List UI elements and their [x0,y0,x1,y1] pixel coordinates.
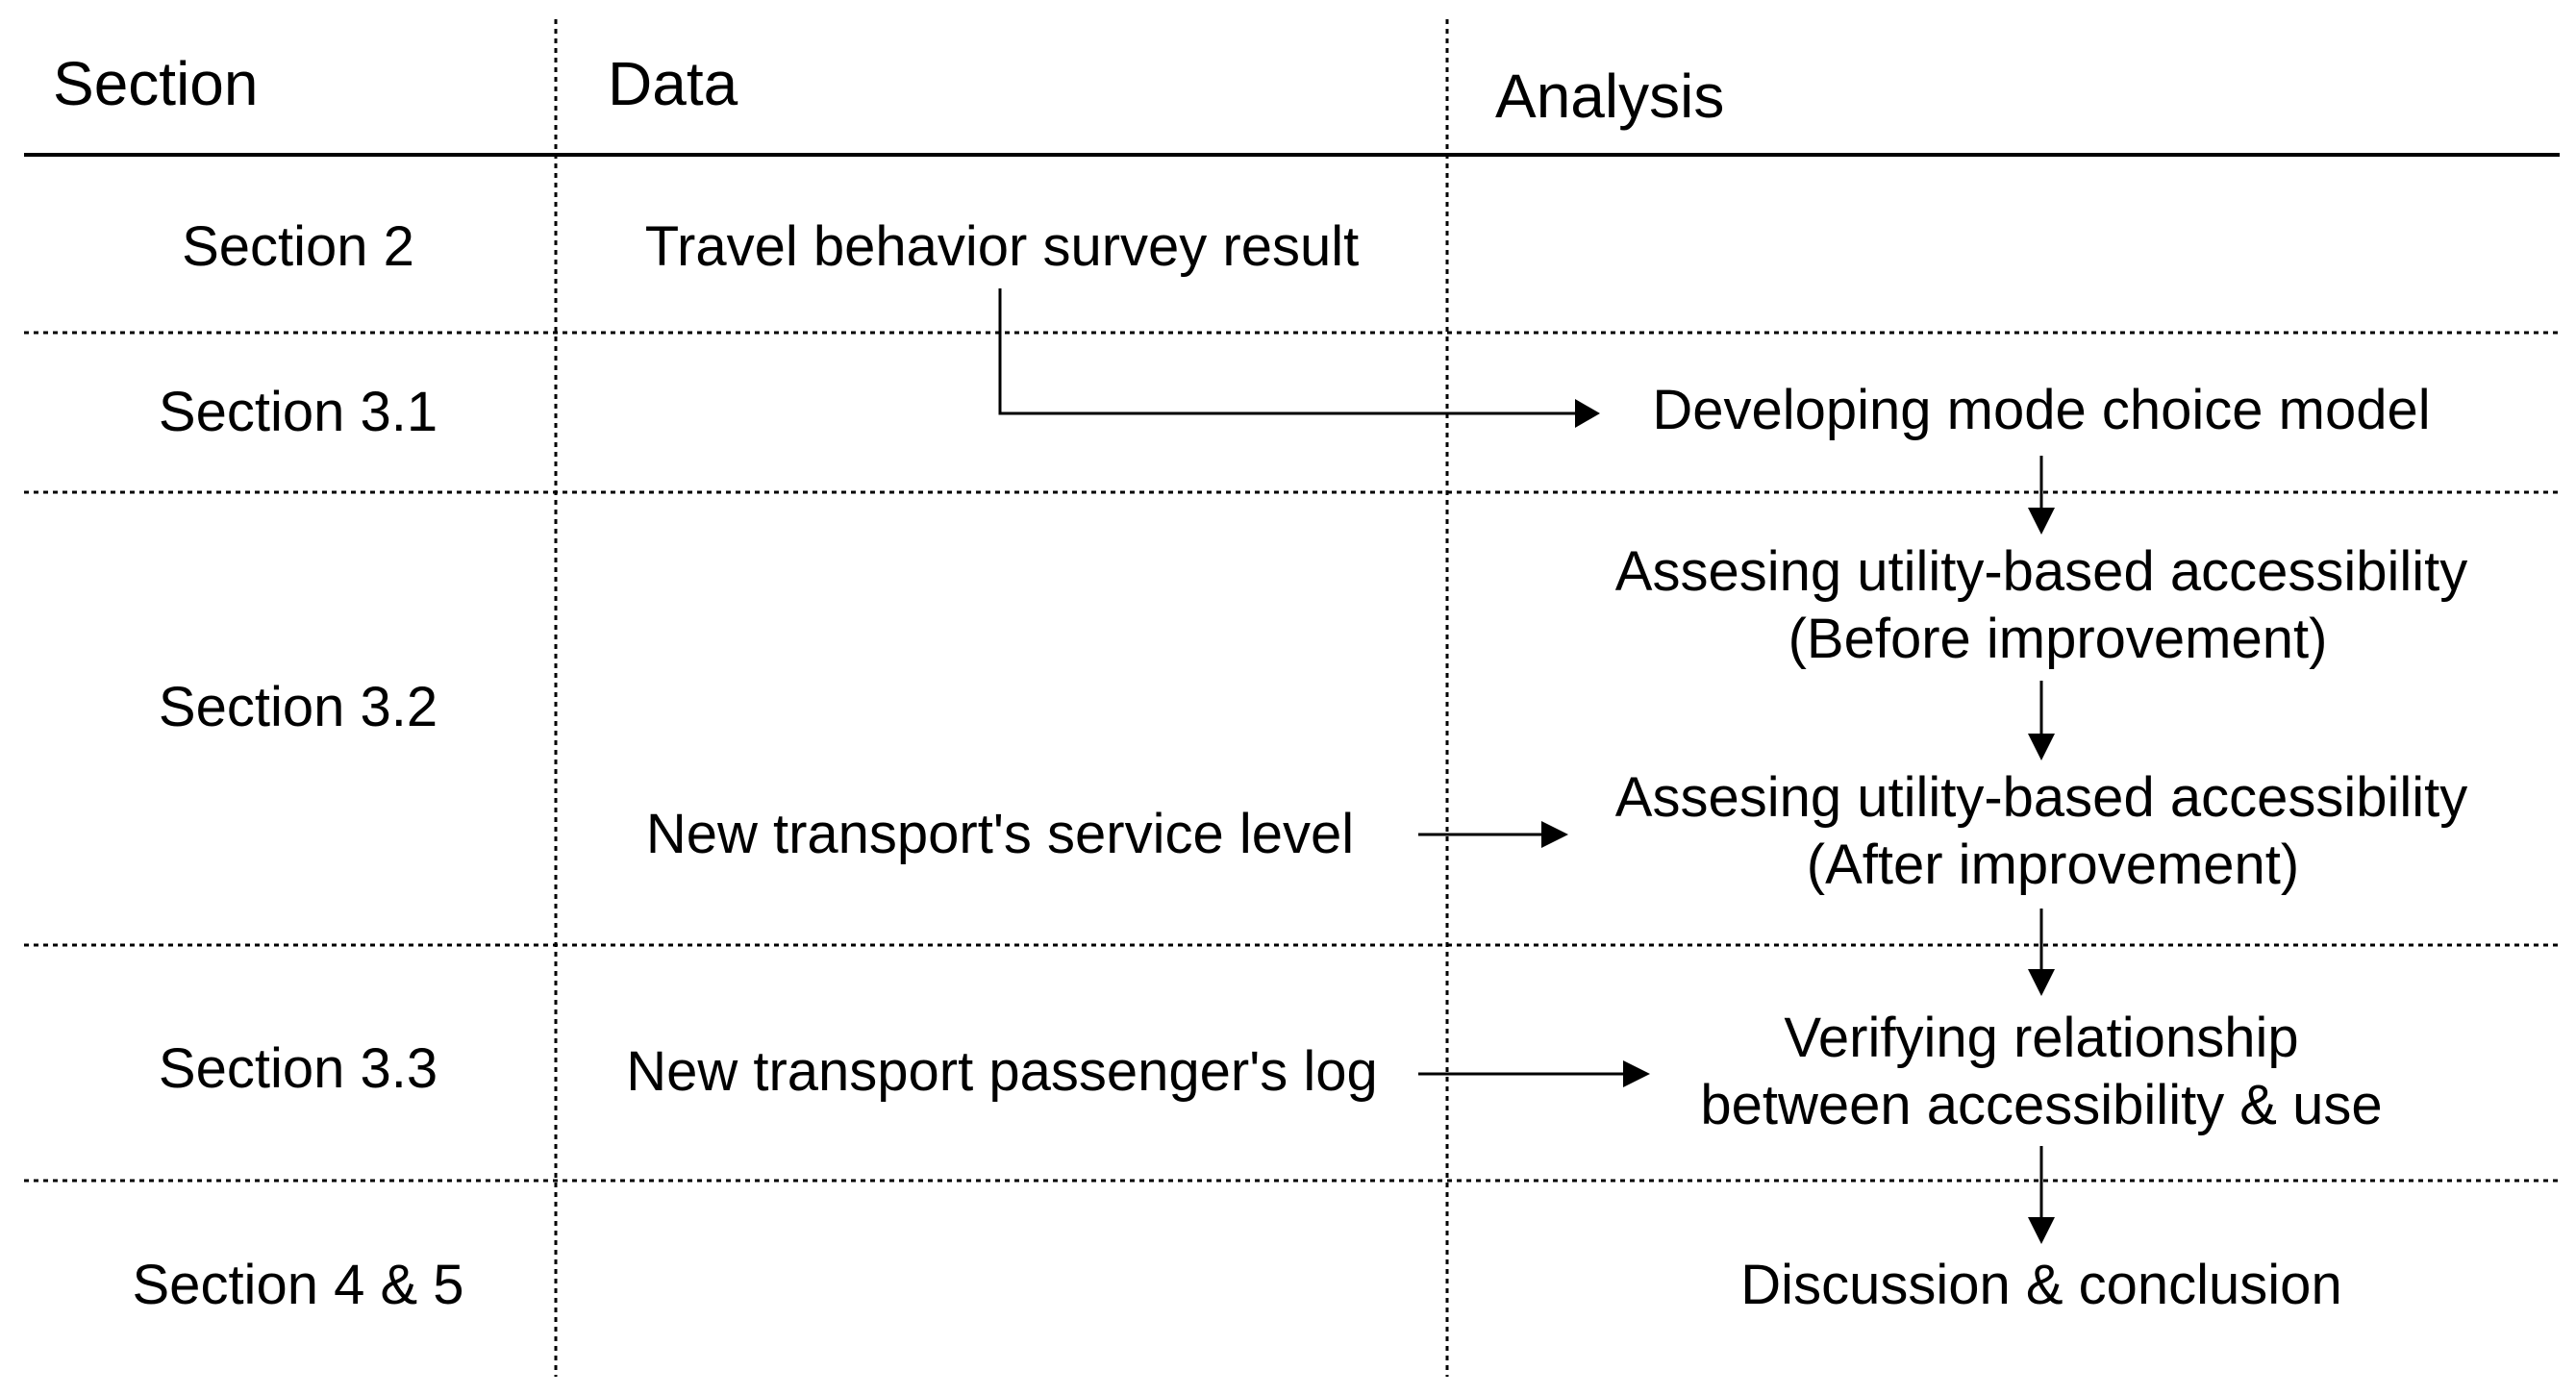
arrow-verifying-to-discussion [2028,1146,2055,1244]
analysis-verifying-line1: Verifying relationship [1784,1007,2299,1069]
analysis-mode-choice-model: Developing mode choice model [1652,379,2431,441]
section-2-label: Section 2 [182,215,414,278]
header-analysis: Analysis [1495,62,1725,131]
section-3-3-label: Section 3.3 [158,1037,438,1100]
header-data: Data [608,49,738,118]
section-3-2-label: Section 3.2 [158,676,438,738]
section-3-1-label: Section 3.1 [158,381,438,443]
header-section: Section [53,49,259,118]
arrow-survey-to-mode-choice [998,288,1600,428]
arrow-after-to-verifying [2028,909,2055,996]
data-service-level: New transport's service level [645,803,1355,865]
section-4-5-label: Section 4 & 5 [132,1254,464,1316]
arrow-mode-choice-to-before [2028,456,2055,535]
arrow-passenger-log-to-verifying [1418,1060,1650,1087]
arrow-service-level-to-after [1418,821,1568,848]
analysis-verifying-line2: between accessibility & use [1700,1074,2383,1136]
data-passenger-log: New transport passenger's log [626,1040,1378,1103]
data-travel-survey: Travel behavior survey result [644,215,1360,278]
analysis-after-line2: (After improvement) [1806,834,2300,896]
arrow-before-to-after [2028,681,2055,760]
analysis-before-line1: Assesing utility-based accessibility [1614,540,2468,603]
analysis-before-line2: (Before improvement) [1788,608,2328,670]
analysis-discussion: Discussion & conclusion [1740,1254,2342,1316]
analysis-after-line1: Assesing utility-based accessibility [1614,766,2468,829]
